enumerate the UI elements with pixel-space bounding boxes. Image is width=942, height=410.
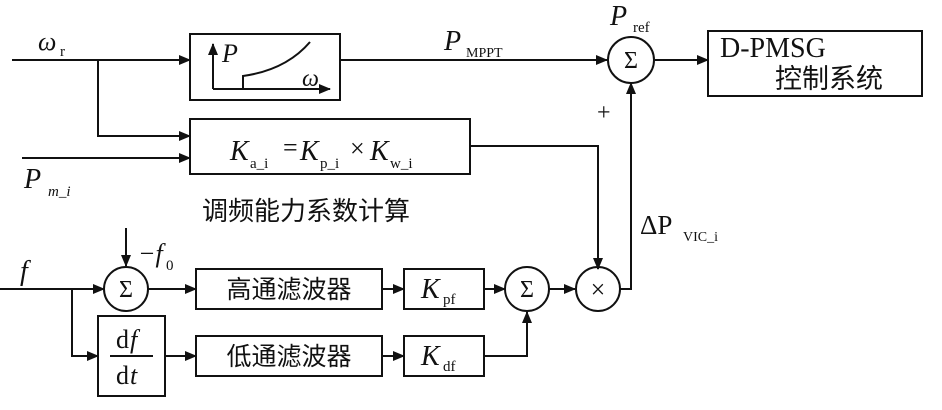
kp-symbol: K — [299, 136, 320, 167]
sigma-filters: Σ — [520, 277, 534, 303]
p-ref-label: P — [609, 1, 627, 32]
hpf-label: 高通滤波器 — [226, 275, 351, 304]
sum-junction-filters — [504, 266, 550, 312]
ka-formula-block — [189, 118, 471, 175]
sigma-ref: Σ — [624, 48, 638, 74]
kdf-symbol: K — [420, 341, 441, 372]
sum-junction-freq — [103, 266, 149, 312]
p-mppt-sub: MPPT — [466, 46, 503, 61]
dpmsg-block — [707, 30, 923, 97]
kpf-block — [403, 268, 485, 310]
kp-sub: p_i — [320, 156, 339, 172]
dfdt-den-d: d — [116, 361, 129, 390]
dfdt-num-f: f — [130, 325, 141, 354]
wire-omega-branch-to-ka — [97, 60, 191, 141]
dpmsg-line2: 控制系统 — [775, 64, 883, 95]
multiplier-junction — [575, 266, 621, 312]
hpf-block — [195, 268, 383, 310]
sigma-freq: Σ — [119, 277, 133, 303]
ka-formula: K a_i = K p_i × K w_i — [229, 133, 413, 172]
sum-junction-ref — [607, 36, 655, 84]
dfdt-block — [97, 315, 166, 397]
kw-symbol: K — [369, 136, 390, 167]
ka-symbol: K — [229, 136, 250, 167]
ka-times: × — [350, 134, 365, 163]
lpf-block — [195, 335, 383, 377]
minus-f0-label: −f — [138, 239, 167, 268]
minus-f0-sub: 0 — [166, 258, 174, 274]
wire-kdf-to-sum2 — [484, 311, 532, 357]
dfdt-num-d: d — [116, 325, 129, 354]
p-ref-sub: ref — [633, 20, 650, 36]
kpf-symbol: K — [420, 274, 441, 305]
mppt-curve — [242, 41, 311, 89]
pm-sub: m_i — [48, 184, 71, 200]
wire-multiplier-to-sum — [620, 82, 636, 290]
mppt-curve-block — [189, 33, 341, 101]
lpf-label: 低通滤波器 — [226, 342, 351, 371]
wire-f-branch-to-dfdt — [71, 289, 99, 361]
mppt-p-axis-label: P — [221, 39, 238, 68]
kdf-sub: df — [443, 359, 456, 375]
delta-p-label: ΔP — [640, 210, 672, 240]
dpmsg-line1: D-PMSG — [720, 33, 826, 64]
kw-sub: w_i — [390, 156, 413, 172]
multiplier-symbol: × — [591, 275, 606, 304]
p-mppt-label: P — [443, 26, 461, 57]
omega-r-label: ω — [38, 27, 56, 56]
ka-equals: = — [283, 133, 298, 162]
wire-ka-to-multiplier — [470, 145, 603, 270]
delta-p-sub: VIC_i — [683, 230, 718, 245]
f-label: f — [20, 256, 31, 287]
pm-label: P — [23, 164, 41, 195]
omega-r-sub: r — [60, 44, 65, 60]
mppt-omega-axis-label: ω — [302, 66, 319, 92]
kdf-block — [403, 335, 485, 377]
ka-caption: 调频能力系数计算 — [202, 197, 410, 227]
dfdt-den-t: t — [130, 361, 138, 390]
ka-sub: a_i — [250, 156, 268, 172]
kpf-sub: pf — [443, 292, 456, 308]
plus-sign: + — [597, 100, 611, 126]
